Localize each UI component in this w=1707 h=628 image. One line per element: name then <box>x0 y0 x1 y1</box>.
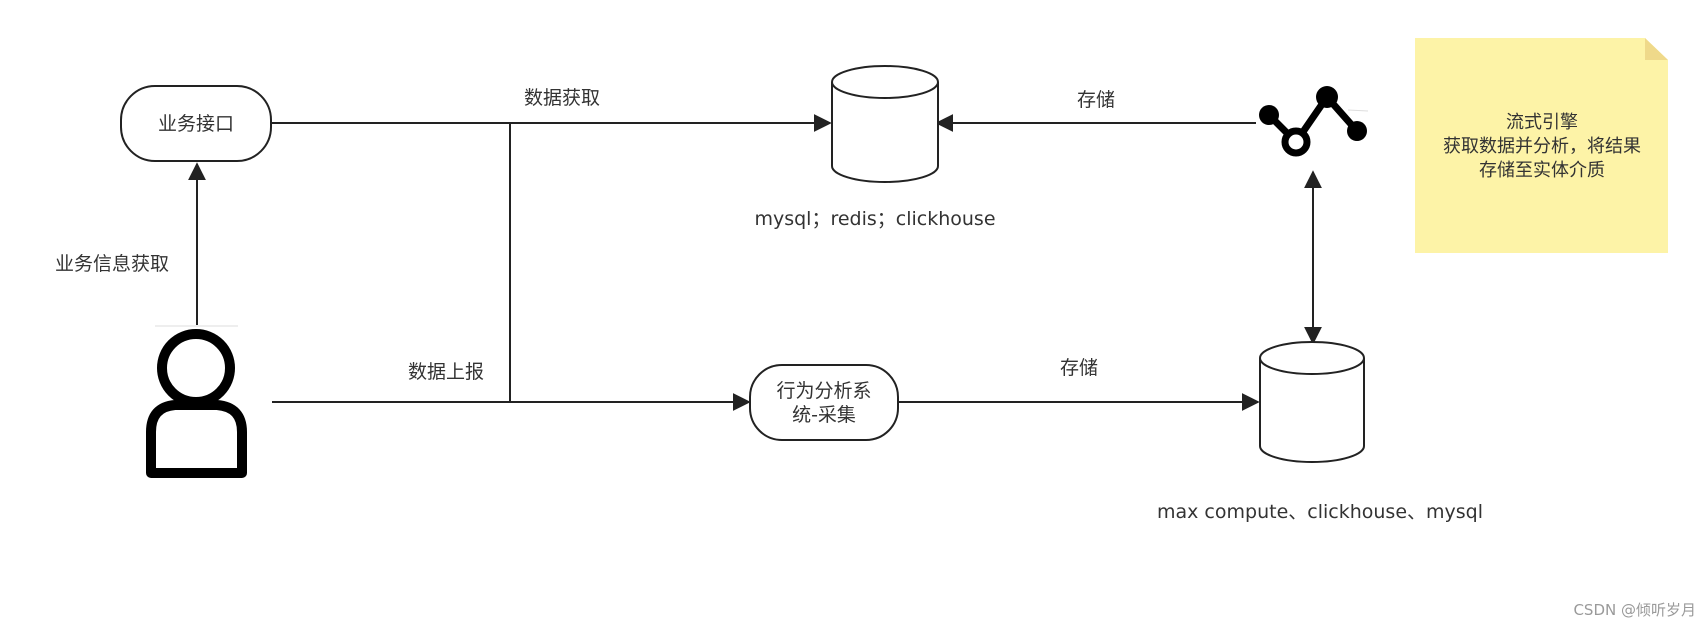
watermark: CSDN @倾听岁月 <box>1573 601 1696 619</box>
stream-engine-icon <box>1259 86 1369 157</box>
user-icon <box>146 325 247 478</box>
bottom-database-caption: max compute、clickhouse、mysql <box>1157 501 1483 523</box>
behavior-system-node <box>749 364 899 441</box>
business-api-label: 业务接口 <box>158 113 234 135</box>
bottom-database <box>1259 341 1365 463</box>
behavior-system-label-line2: 统-采集 <box>792 404 856 426</box>
sticky-note <box>1415 38 1668 253</box>
edge-label-engine-to-db: 存储 <box>1077 89 1115 111</box>
note-line2: 获取数据并分析，将结果 <box>1443 136 1641 157</box>
edge-label-system-to-db: 存储 <box>1060 357 1098 379</box>
top-database-caption: mysql；redis；clickhouse <box>754 208 995 230</box>
business-api-node <box>120 85 272 162</box>
behavior-system-label-line1: 行为分析系 <box>776 380 871 402</box>
edge-label-user-to-api: 业务信息获取 <box>55 253 169 275</box>
note-line1: 流式引擎 <box>1506 112 1578 133</box>
top-database <box>831 65 939 183</box>
note-line3: 存储至实体介质 <box>1479 160 1605 181</box>
edge-label-user-report: 数据上报 <box>408 361 484 383</box>
edge-label-api-to-db: 数据获取 <box>524 87 600 109</box>
